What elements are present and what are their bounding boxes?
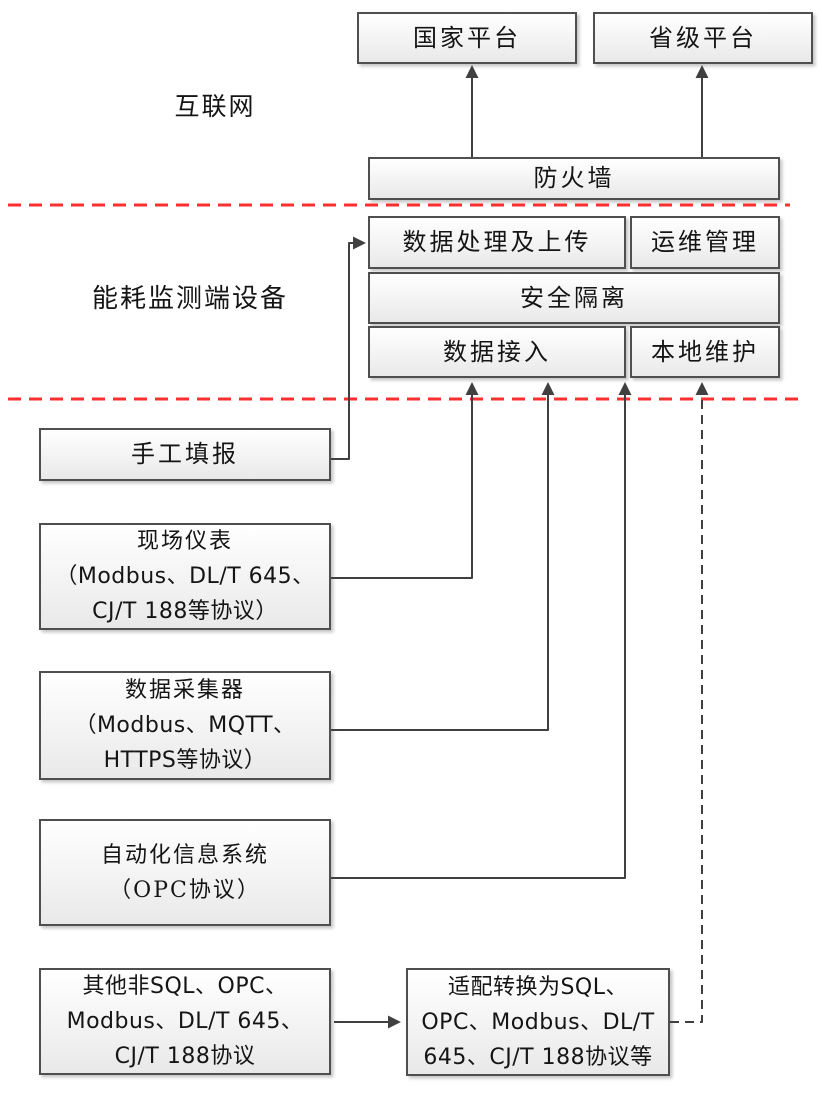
node-label: 运维管理 bbox=[651, 228, 759, 257]
node-line: （Modbus、MQTT、 bbox=[74, 713, 296, 738]
node-line: CJ/T 188协议 bbox=[114, 1044, 256, 1069]
node-label: 本地维护 bbox=[651, 337, 759, 366]
node-label: 数据处理及上传 bbox=[402, 228, 592, 257]
node-line: 其他非SQL、OPC、 bbox=[82, 974, 288, 999]
node-data-access: 数据接入 bbox=[368, 326, 626, 378]
arrow-collector-to-access-icon bbox=[331, 382, 555, 731]
node-local-maintenance: 本地维护 bbox=[630, 326, 780, 378]
node-field-instruments: 现场仪表 （Modbus、DL/T 645、 CJ/T 188等协议） bbox=[39, 523, 331, 630]
node-line: Modbus、DL/T 645、 bbox=[66, 1009, 304, 1034]
node-label: 防火墙 bbox=[533, 164, 615, 193]
node-line: 适配转换为SQL、 bbox=[447, 974, 629, 1000]
internet-zone-label: 互联网 bbox=[174, 92, 256, 121]
node-line: （Modbus、DL/T 645、 bbox=[55, 564, 315, 589]
node-data-collector: 数据采集器 （Modbus、MQTT、 HTTPS等协议） bbox=[39, 671, 331, 780]
node-national-platform: 国家平台 bbox=[357, 12, 577, 64]
node-line: 自动化信息系统 bbox=[100, 842, 269, 868]
node-automation-system: 自动化信息系统 （OPC协议） bbox=[39, 819, 331, 926]
arrow-manual-to-processing-icon bbox=[331, 236, 366, 460]
node-other-protocols: 其他非SQL、OPC、 Modbus、DL/T 645、 CJ/T 188协议 bbox=[39, 968, 331, 1075]
device-zone-label: 能耗监测端设备 bbox=[91, 284, 288, 314]
node-label: 国家平台 bbox=[413, 23, 521, 52]
node-label: 安全隔离 bbox=[520, 283, 628, 312]
node-data-processing-upload: 数据处理及上传 bbox=[368, 216, 626, 269]
arrow-adapter-to-maintenance-icon bbox=[670, 382, 709, 1023]
node-line: 数据采集器 bbox=[124, 678, 245, 703]
node-label: 手工填报 bbox=[131, 440, 239, 469]
node-line: 现场仪表 bbox=[136, 529, 233, 554]
node-line: 645、CJ/T 188协议等 bbox=[423, 1044, 653, 1070]
node-line: OPC、Modbus、DL/T bbox=[421, 1009, 655, 1035]
node-provincial-platform: 省级平台 bbox=[593, 12, 813, 64]
arrow-autosys-to-access-icon bbox=[331, 382, 632, 879]
node-label: 数据接入 bbox=[443, 337, 551, 366]
node-protocol-adapter: 适配转换为SQL、 OPC、Modbus、DL/T 645、CJ/T 188协议… bbox=[406, 968, 670, 1076]
arrow-field-to-access-icon bbox=[331, 382, 479, 579]
node-label: 省级平台 bbox=[649, 23, 757, 52]
node-security-isolation: 安全隔离 bbox=[368, 272, 780, 324]
node-firewall: 防火墙 bbox=[368, 157, 780, 200]
node-manual-entry: 手工填报 bbox=[39, 428, 331, 481]
node-line: CJ/T 188等协议） bbox=[92, 599, 278, 624]
node-line: HTTPS等协议） bbox=[103, 748, 267, 773]
node-line: （OPC协议） bbox=[109, 877, 261, 903]
node-ops-management: 运维管理 bbox=[630, 216, 780, 269]
